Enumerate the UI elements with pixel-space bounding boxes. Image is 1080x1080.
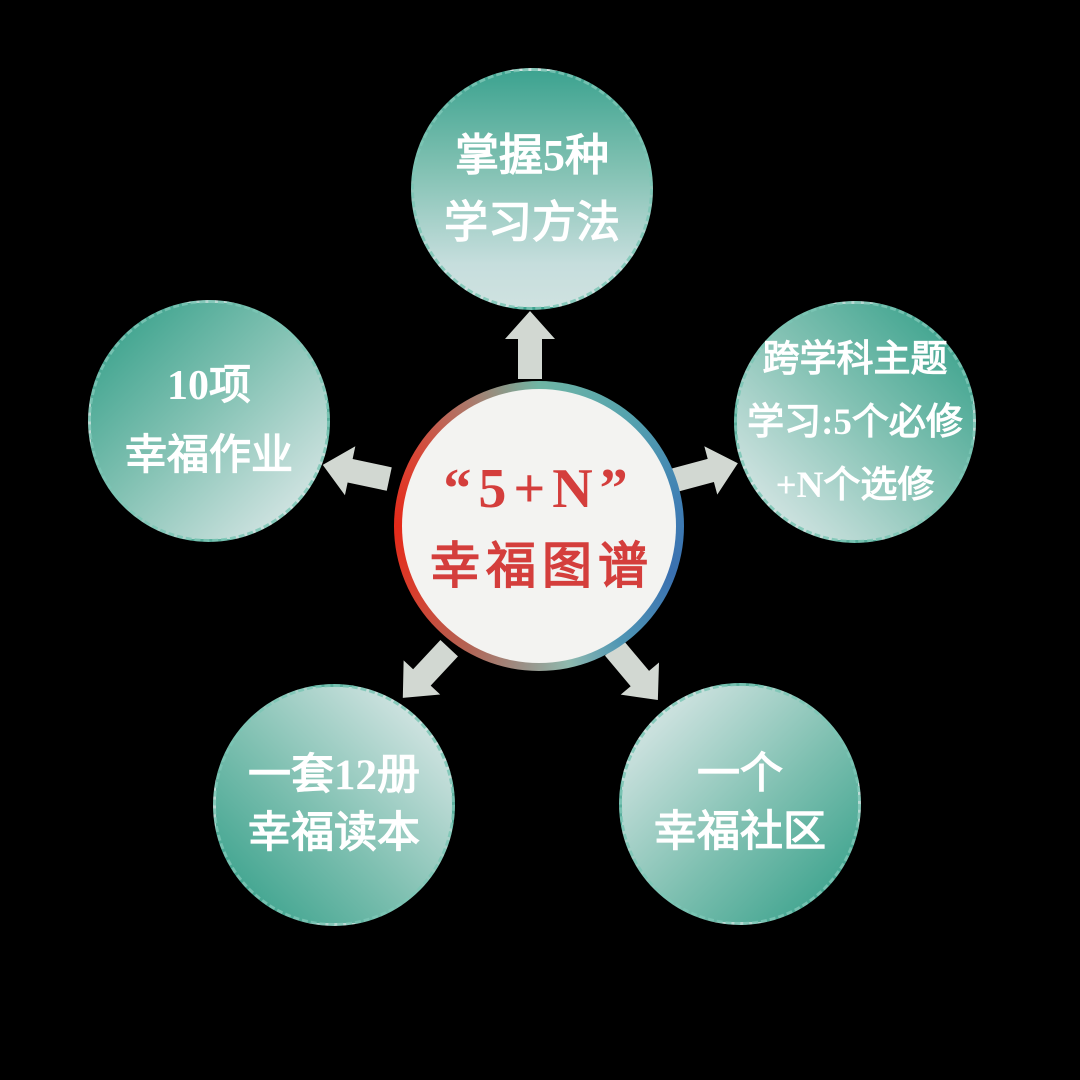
node-interdisciplinary-line1: 跨学科主题 [762,338,948,380]
node-learning-methods: 掌握5种 学习方法 [411,68,653,310]
node-homework-line1: 10项 [166,363,251,409]
arrow-right-shape [669,446,738,495]
arrow-down-left-icon [402,639,458,698]
arrow-down-left-shape [402,639,458,698]
node-homework-line2: 幸福作业 [124,433,293,479]
hub-gradient-ring: “5+N” 幸福图谱 [394,381,684,671]
node-community-line1: 一个 [697,751,783,798]
hub-circle: “5+N” 幸福图谱 [402,389,676,663]
node-happiness-community: 一个 幸福社区 [619,683,861,925]
node-happiness-homework: 10项 幸福作业 [88,300,330,542]
node-community-line2: 幸福社区 [654,809,826,856]
arrow-right-icon [669,446,738,495]
arrow-down-right-icon [604,640,660,701]
arrow-up-shape [505,311,555,379]
node-readers-line2: 幸福读本 [248,810,420,857]
hub-title-5n: “5+N” [443,458,635,520]
arrow-left-shape [322,446,392,496]
arrow-left-icon [322,446,392,496]
hub-title-happiness-map: 幸福图谱 [430,538,654,594]
node-learning-methods-line1: 掌握5种 [455,131,609,180]
arrow-down-right-shape [604,640,660,701]
node-interdisciplinary-themes: 跨学科主题 学习:5个必修 +N个选修 [734,301,976,543]
node-interdisciplinary-line3: +N个选修 [775,464,935,506]
node-learning-methods-line2: 学习方法 [444,198,620,247]
node-interdisciplinary-line2: 学习:5个必修 [747,401,963,443]
node-readers-line1: 一套12册 [248,752,420,799]
node-happiness-readers: 一套12册 幸福读本 [213,684,455,926]
arrow-up-icon [505,311,555,379]
